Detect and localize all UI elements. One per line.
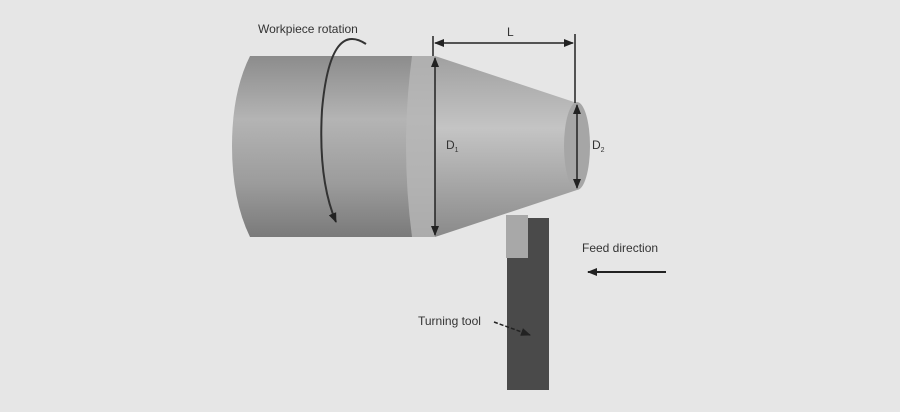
workpiece-taper-cone bbox=[435, 56, 577, 237]
turning-tool-insert bbox=[506, 215, 528, 258]
workpiece-rotation-label: Workpiece rotation bbox=[258, 22, 358, 36]
turning-tool-label: Turning tool bbox=[418, 314, 481, 328]
rotation-arrow-icon bbox=[320, 38, 367, 223]
d2-label: D2 bbox=[592, 138, 605, 154]
length-label: L bbox=[507, 25, 514, 39]
workpiece-cylinder bbox=[232, 56, 435, 237]
turning-tool-leader bbox=[493, 321, 531, 336]
d1-label: D1 bbox=[446, 138, 459, 154]
feed-direction-label: Feed direction bbox=[582, 241, 658, 255]
workpiece-shoulder-band bbox=[406, 56, 435, 237]
